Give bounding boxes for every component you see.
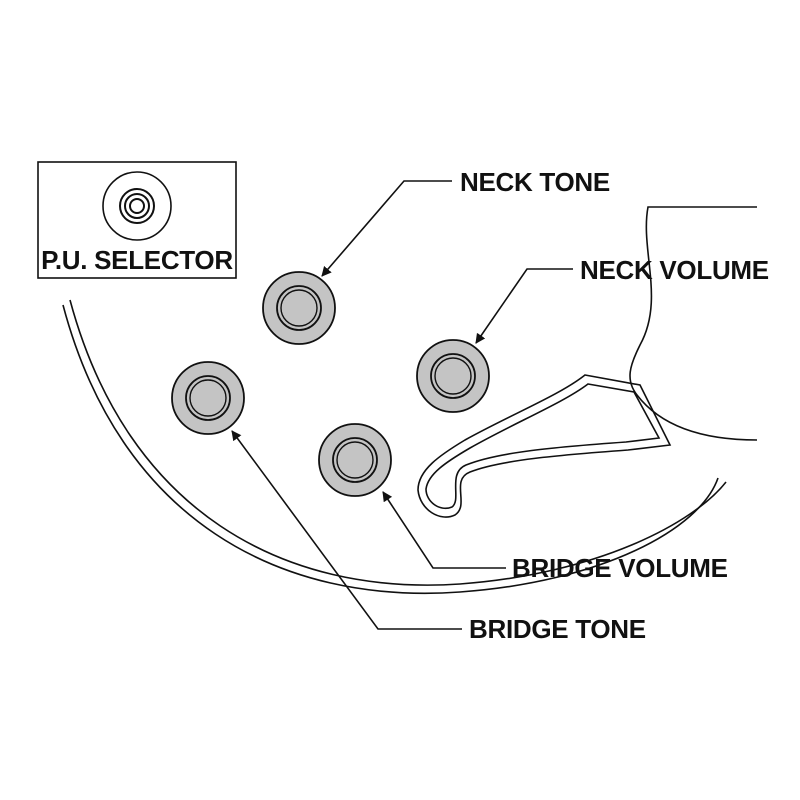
bridge-tone-label: BRIDGE TONE bbox=[469, 614, 646, 644]
guitar-body-outline bbox=[62, 299, 727, 595]
neck-tone-label: NECK TONE bbox=[460, 167, 610, 197]
selector-box bbox=[37, 161, 237, 279]
pickup-selector-panel: P.U. SELECTOR bbox=[37, 161, 237, 279]
f-hole-outline bbox=[417, 374, 672, 518]
neck-tone-knob[interactable] bbox=[262, 271, 336, 345]
neck-volume-knob[interactable] bbox=[416, 339, 490, 413]
bridge-volume-label: BRIDGE VOLUME bbox=[512, 553, 728, 583]
selector-switch-icon[interactable] bbox=[102, 171, 172, 241]
neck-volume-label: NECK VOLUME bbox=[580, 255, 769, 285]
bridge-volume-leader bbox=[382, 491, 506, 569]
bridge-tone-knob[interactable] bbox=[171, 361, 245, 435]
upper-horn-outline bbox=[629, 206, 758, 441]
neck-volume-leader bbox=[475, 268, 573, 344]
bridge-tone-leader bbox=[231, 430, 462, 630]
neck-tone-leader bbox=[321, 180, 452, 277]
bridge-volume-knob[interactable] bbox=[318, 423, 392, 497]
selector-label: P.U. SELECTOR bbox=[41, 245, 233, 275]
